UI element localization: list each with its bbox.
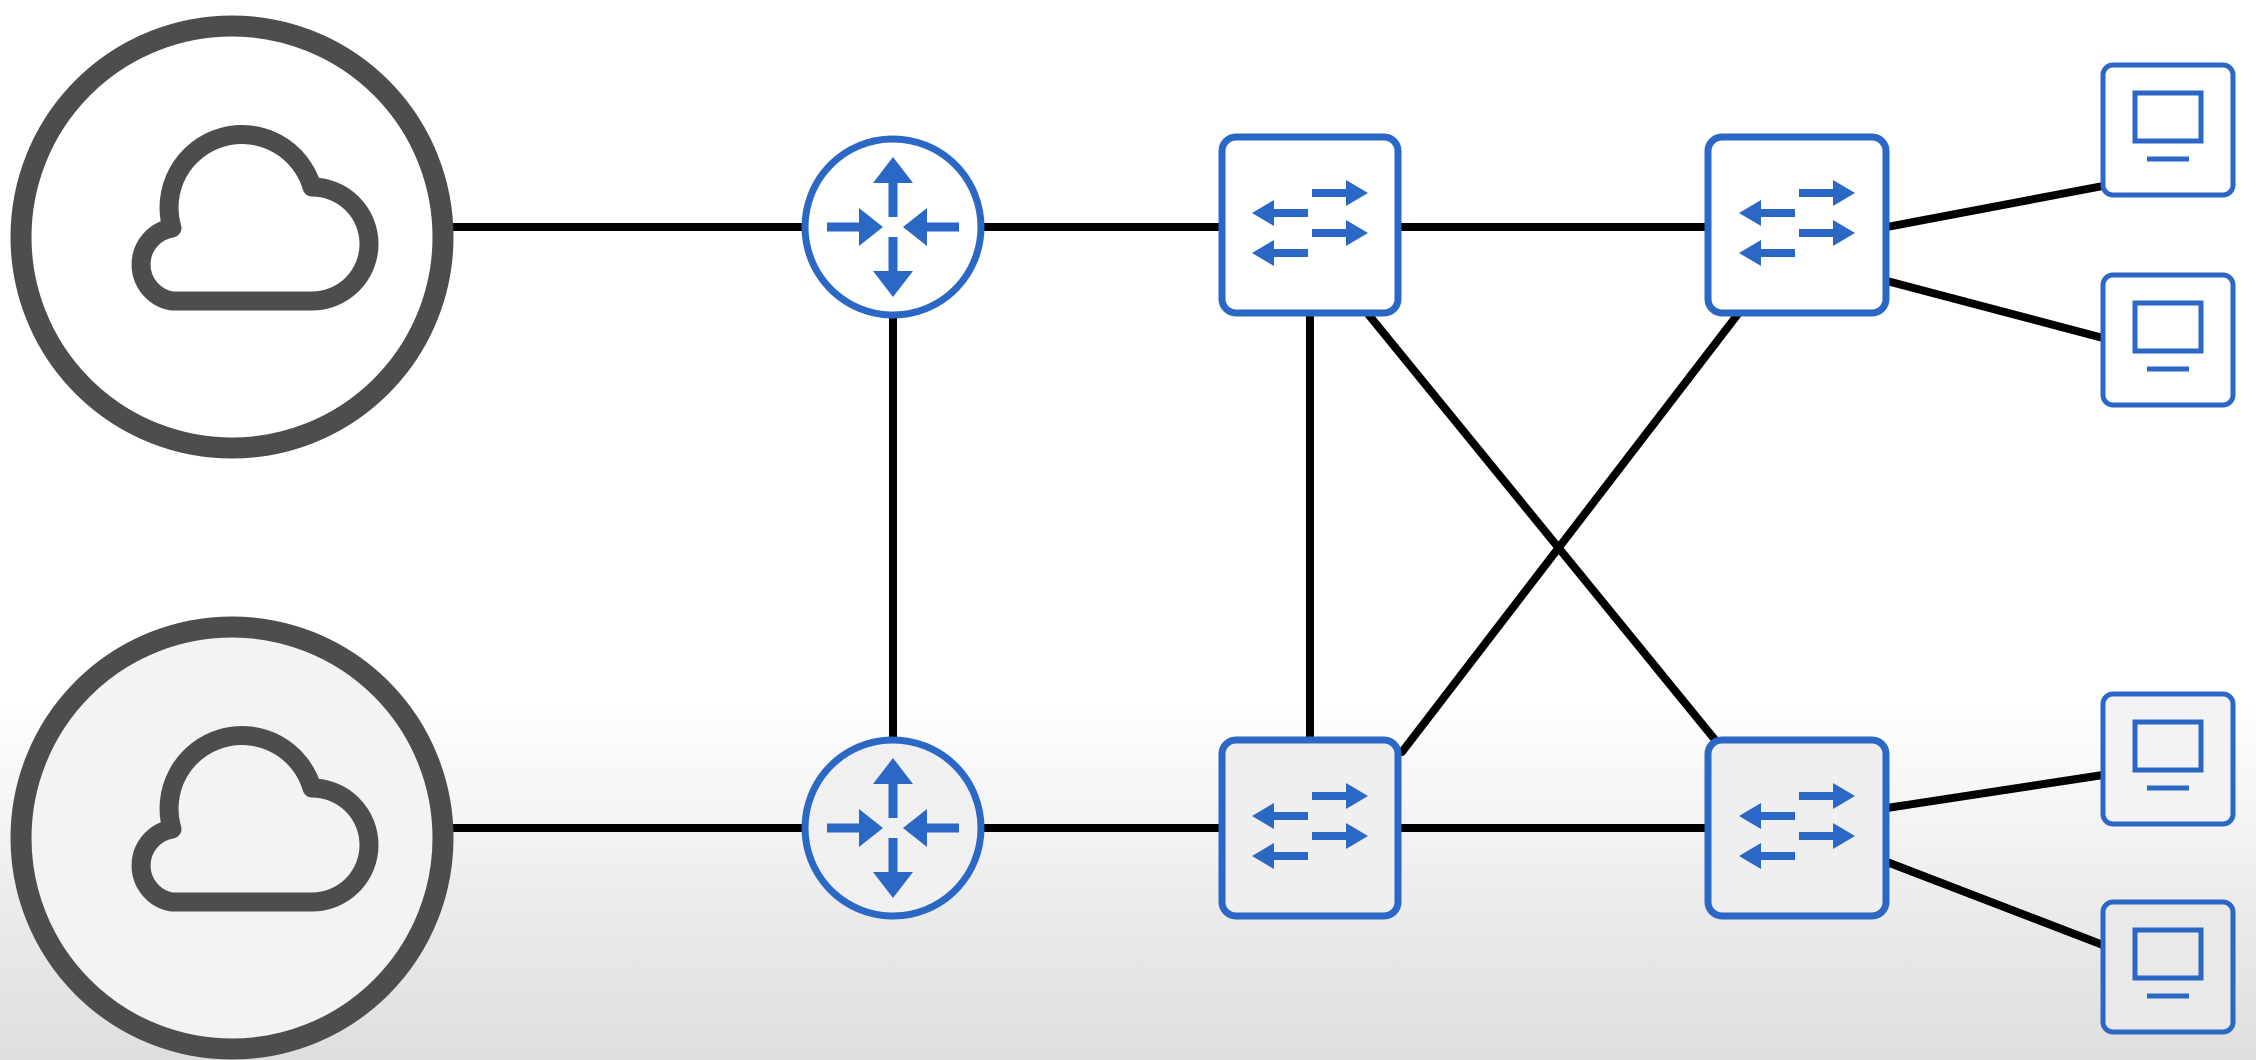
switch-distribution-bottom (1218, 736, 1402, 920)
internet-cloud-bottom (10, 616, 454, 1060)
link-switch-access-bottom-pc-3 (1883, 771, 2107, 812)
switch-distribution-top (1218, 133, 1402, 317)
router-bottom (801, 736, 985, 920)
pc-3 (2100, 691, 2236, 827)
links-layer (448, 182, 2107, 949)
router-top (801, 135, 985, 319)
link-switch-access-bottom-pc-4 (1883, 858, 2107, 949)
pc-1 (2100, 62, 2236, 198)
link-switch-dist-top-switch-access-bottom (1364, 310, 1720, 745)
pc-4 (2100, 899, 2236, 1035)
link-switch-access-top-pc-1 (1883, 182, 2107, 231)
switch-access-bottom (1704, 736, 1890, 920)
internet-cloud-top (10, 15, 454, 459)
link-switch-access-top-pc-2 (1883, 277, 2107, 342)
link-switch-dist-bottom-switch-access-top (1398, 310, 1742, 756)
switch-access-top (1704, 133, 1890, 317)
pc-2 (2100, 272, 2236, 408)
